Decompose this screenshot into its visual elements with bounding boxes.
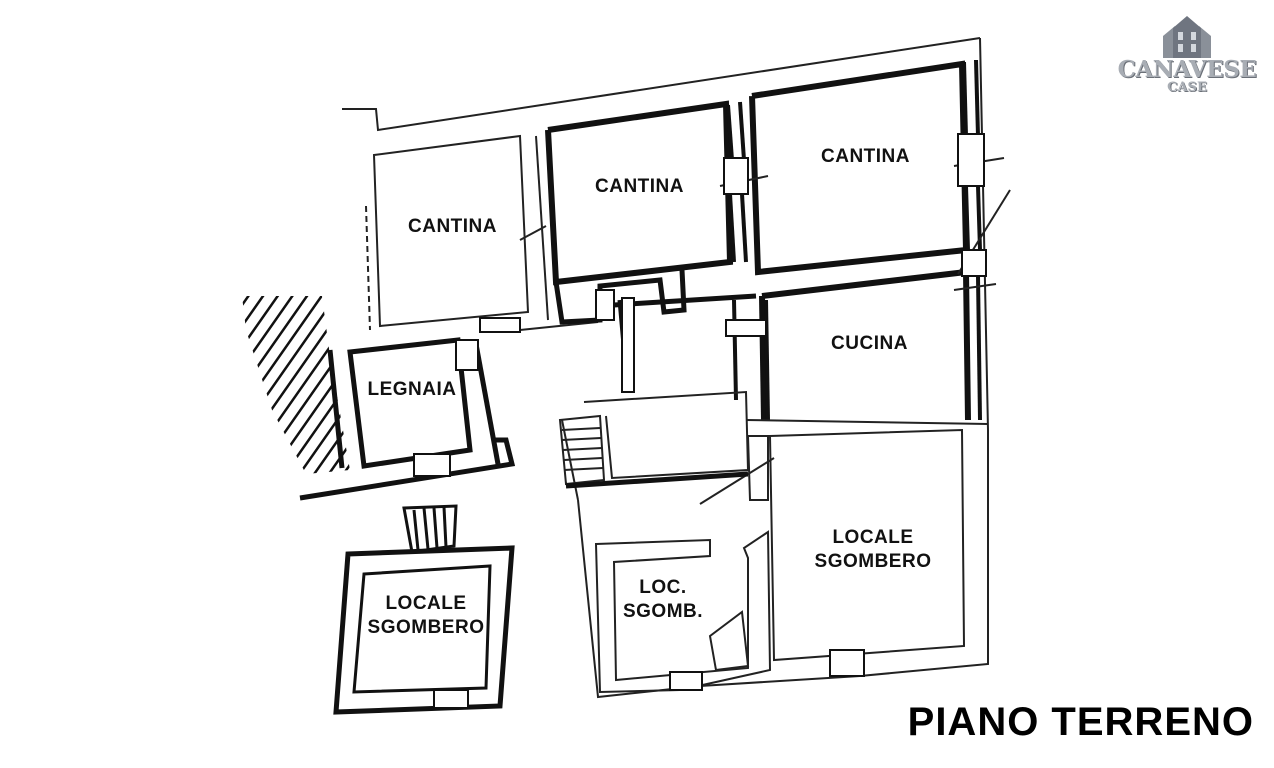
- room-walls-locale-sgombero-left: [333, 545, 515, 715]
- floor-title: PIANO TERRENO: [907, 700, 1254, 744]
- room-walls-locale-sgombero-right: [745, 419, 989, 662]
- room-label-cucina: CUCINA: [831, 333, 908, 354]
- room-label-cantina-left: CANTINA: [408, 216, 497, 237]
- logo-sub: CASE: [1167, 80, 1207, 95]
- partition-walls: [726, 59, 982, 421]
- room-label-legnaia: LEGNAIA: [367, 379, 457, 400]
- house-logo-icon: [1163, 16, 1211, 58]
- room-label-locale-sgombero-left: LOCALE SGOMBERO: [367, 593, 485, 638]
- brand-logo: CANAVESE CASE: [1112, 14, 1262, 100]
- room-walls-cantina-left: [365, 134, 549, 331]
- room-walls-cantina-mid: [545, 100, 734, 286]
- room-walls-legnaia: [299, 337, 516, 501]
- room-label-cantina-mid: CANTINA: [595, 176, 684, 197]
- room-label-cantina-right: CANTINA: [821, 146, 910, 167]
- small-stairs: [402, 504, 458, 554]
- openings: [413, 133, 987, 709]
- hatched-terrain: [242, 296, 350, 474]
- room-label-locale-sgombero-right: LOCALE SGOMBERO: [814, 527, 932, 572]
- room-label-loc-sgomb: LOC. SGOMB.: [622, 577, 704, 622]
- logo-name: CANAVESE: [1117, 56, 1257, 83]
- staircase: [558, 390, 750, 489]
